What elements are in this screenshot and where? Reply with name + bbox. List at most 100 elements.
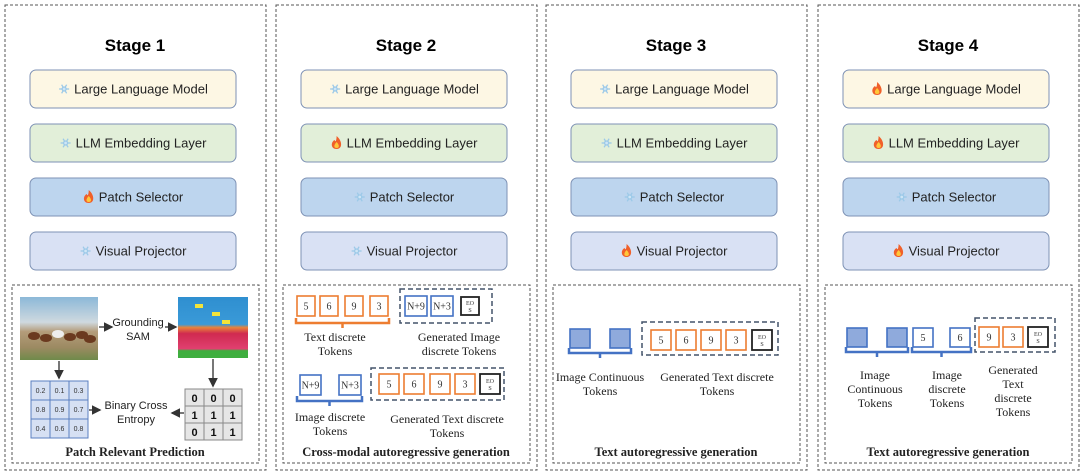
eos-label: S [1036,339,1039,345]
fire-icon [872,82,882,95]
module-box [29,177,237,217]
text-token: 5 [378,373,400,395]
fire-icon [873,136,884,149]
token-label: 3 [1011,333,1016,344]
binary-cross-entropy-label: Entropy [117,414,155,426]
token-box [700,329,722,351]
bird-mask [222,320,230,324]
bracket [567,348,633,358]
visual-projector-module: Visual Projector [842,231,1050,271]
eos-token: EOS [460,296,480,316]
token-box [978,326,1000,348]
text-token: 3 [1002,326,1024,348]
llm-module: Large Language Model [570,69,778,109]
flame-inner [86,196,91,202]
module-box [300,177,508,217]
image-continuous-token [846,327,868,348]
grid-value: 1 [210,427,216,439]
token-label: N+9 [407,302,425,313]
image-token: N+9 [299,374,322,396]
token-label: N+3 [341,381,359,392]
token-box [569,328,591,349]
snowflake-icon [330,84,341,94]
bracket [844,347,910,357]
generated-image-tokens-label: Generated Image [418,330,500,344]
image-token: 6 [949,327,971,348]
token-box [296,295,316,317]
token-box [650,329,672,351]
module-box [842,69,1050,109]
snowflake-icon [601,138,612,148]
module-box [570,177,778,217]
module-label: LLM Embedding Layer [889,136,1020,151]
embedding-layer-module: LLM Embedding Layer [570,123,778,163]
module-box [842,231,1050,271]
fire-icon [621,244,632,257]
module-label: LLM Embedding Layer [617,136,748,151]
grid-value: 0.2 [36,388,46,395]
image-token: N+3 [430,295,454,317]
grid-value: 0 [210,393,216,405]
image-token: N+9 [404,295,428,317]
snowflake-center [332,86,338,92]
module-label: Patch Selector [370,190,455,205]
embedding-layer-module: LLM Embedding Layer [300,123,508,163]
module-box [570,231,778,271]
generated-text-tokens-label: Generated Text discrete [390,412,504,426]
stage-detail-box [11,284,260,464]
snowflake-center [82,248,89,254]
token-label: 9 [438,380,443,391]
grid-value: 1 [191,410,197,422]
token-box [725,329,747,351]
module-box [29,123,237,163]
generated-text-tokens-label: Text [1002,377,1024,391]
horse-shape [28,332,40,340]
token-label: 9 [352,302,357,313]
segmented-image [178,297,248,358]
snowflake-icon [896,192,907,202]
image-token: 5 [912,327,934,348]
module-box [570,123,778,163]
module-label: Large Language Model [74,82,208,97]
text-tokens-label: Text discrete [304,330,365,344]
token-box [369,295,389,317]
image-continuous-token [886,327,908,348]
snowflake-center [357,194,363,200]
grid-value: 0.7 [74,407,84,414]
module-box [300,231,508,271]
image-tokens-label: Image [932,368,962,382]
stage-title: Stage 3 [646,36,706,55]
generated-text-tokens-label: Generated Text discrete [660,370,774,384]
bracket [295,396,364,406]
flame-inner [874,88,880,94]
token-box [454,373,476,395]
stage-detail-box [282,284,531,464]
horse-shape [64,333,76,341]
snowflake-center [61,86,67,92]
stage-title: Stage 2 [376,36,436,55]
token-box [886,327,908,348]
patch-selector-module: Patch Selector [570,177,778,217]
snowflake-icon [354,192,365,202]
module-label: LLM Embedding Layer [76,136,207,151]
embedding-layer-module: LLM Embedding Layer [842,123,1050,163]
generated-text-tokens-label: discrete [994,391,1031,405]
token-box [338,374,362,396]
horse-shape [52,330,64,338]
visual-projector-module: Visual Projector [300,231,508,271]
grid-value: 1 [229,410,235,422]
stage-caption: Cross-modal autoregressive generation [302,445,510,459]
token-label: 6 [684,336,689,347]
generated-text-tokens-label: Tokens [430,426,465,440]
patch-selector-module: Patch Selector [29,177,237,217]
token-box [1027,326,1049,348]
horse-shape [84,335,96,343]
token-label: 3 [377,302,382,313]
stage-detail-box [824,284,1073,464]
image-continuous-token [569,328,591,349]
